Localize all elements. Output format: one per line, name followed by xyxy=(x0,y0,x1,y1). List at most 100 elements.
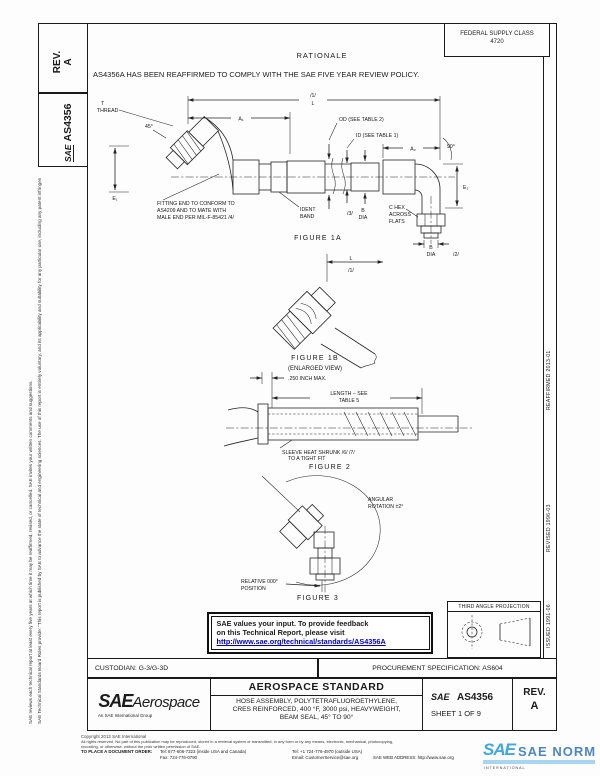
disclaimer-text-1: SAE Technical Standards Board Rules prov… xyxy=(37,178,42,724)
revised-date: REVISED 1996-03 xyxy=(546,504,552,552)
fig1a-hex-2: ACROSS xyxy=(389,212,411,218)
projection-label: THIRD ANGLE PROJECTION xyxy=(448,602,540,612)
fig1a-hex-3: FLATS xyxy=(389,219,405,225)
fig1a-flag-3: /3/ xyxy=(347,211,353,217)
rationale-text: AS4356A HAS BEEN REAFFIRMED TO COMPLY WI… xyxy=(93,70,420,79)
fig1b-subcaption: (ENLARGED VIEW) xyxy=(288,366,342,372)
footer-web: SAE WEB ADDRESS: http://www.sae.org xyxy=(373,755,454,760)
fig1a-dim-e2: E₂ xyxy=(463,185,468,191)
custodian-band: CUSTODIAN: G-3/G-3D xyxy=(87,658,318,678)
reaffirmed-date: REAFFIRMED 2013-01 xyxy=(546,350,552,410)
figure-1b-drawing: L /1/ FIGURE 1B (ENLARGED VIEW) xyxy=(272,254,384,372)
doc-number-box: SAE AS4356 xyxy=(38,93,88,167)
title-block: SAEAerospace An SAE International Group … xyxy=(87,678,557,731)
title-line-2: CRES REINFORCED, 400 °F, 3000 psi, HEAVY… xyxy=(232,706,401,714)
fig1a-flag-2: /2/ xyxy=(453,252,459,258)
feedback-box: SAE values your input. To provide feedba… xyxy=(207,612,433,654)
fig1a-flag-1: /1/ xyxy=(310,93,316,99)
fig1a-id-label: ID (SEE TABLE 1) xyxy=(356,133,398,139)
doc-brand-text: SAE xyxy=(431,692,450,702)
footer-tel-outside: Tel: +1 724-776-4970 (outside USA) xyxy=(292,749,363,754)
doc-number-side: AS4356 xyxy=(62,103,74,142)
feedback-link[interactable]: http://www.sae.org/technical/standards/A… xyxy=(216,637,386,647)
fig3-rotation-2: ROTATION ±2° xyxy=(368,504,403,510)
logo-subtitle: An SAE International Group xyxy=(98,713,153,718)
fig2-sleeve-note-2: TO A TIGHT FIT xyxy=(288,456,326,462)
sae-brand-mark: SAE xyxy=(63,144,74,162)
revision-strip-line xyxy=(543,57,544,658)
fig1b-dim-l: L xyxy=(350,256,353,262)
fig1a-fitting-note-2: AS4209 AND TO MATE WITH xyxy=(157,208,226,214)
feedback-line-2: on this Technical Report, please visit xyxy=(216,627,345,637)
rev-cell-value: A xyxy=(530,700,539,712)
logo-cell: SAEAerospace An SAE International Group xyxy=(88,679,211,730)
rev-value: A xyxy=(63,58,74,66)
fsc-line2: 4720 xyxy=(490,39,504,45)
fig1a-fitting-note-3: MALE END PER MIL-F-85421 /4/ xyxy=(157,215,235,221)
issued-date: ISSUED 1991-06 xyxy=(546,604,552,648)
procurement-band: PROCUREMENT SPECIFICATION: AS604 xyxy=(318,658,557,678)
fig1a-ident-2: BAND xyxy=(300,214,315,220)
footer-copyright: Copyright 2013 SAE International xyxy=(81,734,147,739)
title-cell: AEROSPACE STANDARD HOSE ASSEMBLY, POLYTE… xyxy=(211,679,423,730)
standard-type: AEROSPACE STANDARD xyxy=(211,679,422,696)
sheet-number: SHEET 1 OF 9 xyxy=(431,709,481,718)
fig1a-b-dia-2: DIA xyxy=(359,215,368,221)
footer-rights-1: All rights reserved. No part of this pub… xyxy=(81,739,394,744)
watermark-bar xyxy=(483,760,595,764)
doc-number-cell: SAE AS4356 SHEET 1 OF 9 xyxy=(423,679,513,730)
projection-box: THIRD ANGLE PROJECTION xyxy=(447,601,541,658)
fig1b-caption: FIGURE 1B xyxy=(291,355,339,362)
fsc-box: FEDERAL SUPPLY CLASS 4720 xyxy=(444,23,550,57)
fig1a-thread-1: T xyxy=(101,101,105,107)
fig1a-ident-1: IDENT xyxy=(300,207,316,213)
rev-cell: REV. A xyxy=(513,679,556,730)
fig1a-b-dia-1: B xyxy=(361,208,365,214)
sae-aerospace-logo: SAEAerospace xyxy=(88,691,210,712)
title-line-1: HOSE ASSEMBLY, POLYTETRAFLUOROETHYLENE, xyxy=(236,698,397,705)
watermark: SAE SAE NORM INTERNATIONAL xyxy=(478,736,600,776)
disclaimer-text-2: SAE reviews each technical report at lea… xyxy=(28,380,33,724)
fig1a-dim-a1: A₁ xyxy=(238,117,243,123)
fig3-position-2: POSITION xyxy=(241,586,266,592)
fig1a-dim-l: L xyxy=(312,101,315,107)
fig3-rotation-1: ANGULAR xyxy=(368,497,393,503)
rev-box: REV. A xyxy=(38,23,88,93)
fig2-dim-length-2: TABLE 5 xyxy=(339,398,359,404)
logo-sae-text: SAE xyxy=(98,691,133,711)
figure-1a-drawing: /1/ L T THREAD A₁ 45° OD (SEE TABLE 2) I… xyxy=(97,93,468,258)
left-margin-disclaimers: SAE Technical Standards Board Rules prov… xyxy=(26,178,46,726)
title-line-3: BEAM SEAL, 45° TO 90° xyxy=(279,714,354,722)
fig3-caption: FIGURE 3 xyxy=(297,595,339,602)
figure-2-drawing: .250 INCH MAX. LENGTH – SEE TABLE 5 SLEE… xyxy=(223,372,472,471)
rev-label: REV. xyxy=(52,50,63,74)
footer-email: Email: CustomerService@sae.org xyxy=(292,755,359,760)
fig2-caption: FIGURE 2 xyxy=(309,464,351,471)
fig1b-flag-1: /1/ xyxy=(348,268,354,274)
figure-3-drawing: ANGULAR ROTATION ±2° RELATIVE 000° POSIT… xyxy=(241,475,403,602)
fig1a-caption: FIGURE 1A xyxy=(294,235,342,242)
footer-tel-inside: Tel: 877-606-7323 (inside USA and Canada… xyxy=(160,749,247,754)
fig1a-dim-a2: A₂ xyxy=(410,147,415,153)
fig1a-angle-45: 45° xyxy=(145,124,153,130)
rev-box-text: REV. A xyxy=(52,38,74,86)
fig1a-angle-90: 90° xyxy=(447,144,455,150)
feedback-line-1: SAE values your input. To provide feedba… xyxy=(216,618,369,628)
fsc-line1: FEDERAL SUPPLY CLASS xyxy=(460,31,534,37)
fig1a-thread-2: THREAD xyxy=(97,108,119,114)
doc-number: AS4356 xyxy=(456,692,494,703)
fig2-sleeve-note-1: SLEEVE HEAT SHRUNK /6/ /7/ xyxy=(282,450,355,456)
fig1a-dim-e1: E₁ xyxy=(112,196,117,202)
rationale-title: RATIONALE xyxy=(296,51,348,60)
watermark-logo-sub: INTERNATIONAL xyxy=(484,766,526,770)
footer-rights-2: recording, or otherwise, without the pri… xyxy=(81,743,201,749)
fig1a-od-label: OD (SEE TABLE 2) xyxy=(339,117,384,123)
watermark-sae-logo: SAE xyxy=(483,740,516,759)
fig2-dim-250: .250 INCH MAX. xyxy=(288,376,326,382)
doc-number-rotated: SAE AS4356 xyxy=(58,104,76,162)
fig1a-fitting-note-1: FITTING END TO CONFORM TO xyxy=(157,201,235,207)
fig1a-hex-1: C HEX xyxy=(389,205,405,211)
footer-order-label: TO PLACE A DOCUMENT ORDER: xyxy=(81,749,153,754)
rev-cell-label: REV. xyxy=(523,687,546,698)
